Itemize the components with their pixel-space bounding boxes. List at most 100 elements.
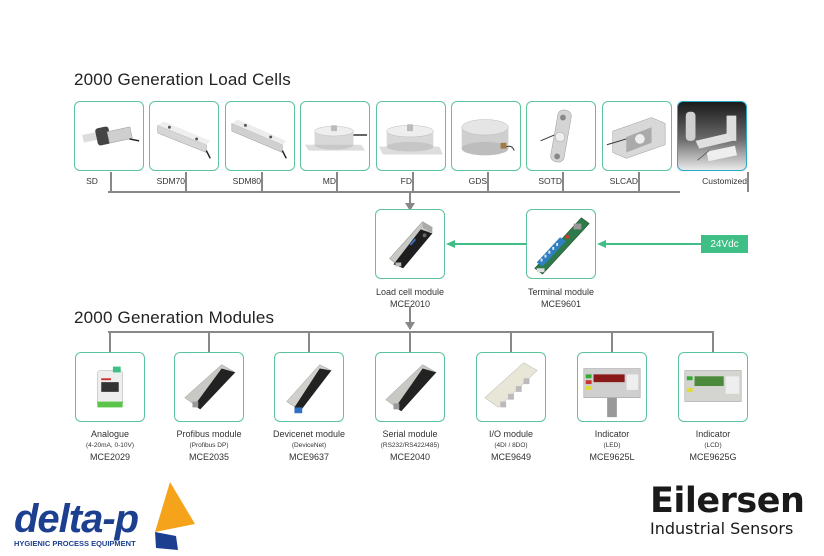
module-name: Indicator [695,429,731,439]
module-code: MCE9625L [589,452,635,462]
load-cell-connector [110,172,112,192]
load-cell-card-sdm80[interactable] [225,101,295,171]
md-load-cell-icon [304,125,368,151]
load-cell-label-md: MD [322,176,336,186]
arrow-down-icon [405,203,415,211]
sotd-load-cell-icon [540,109,572,163]
load-cell-card-customized[interactable] [677,101,747,171]
module-connector [409,331,411,352]
module-subtitle: (RS232/RS422/485) [380,442,440,449]
terminal-module-icon [534,217,590,275]
eilersen-wordmark: Eilersen [650,481,805,521]
load-cell-connector [638,172,640,192]
arrow-left-icon [446,240,455,248]
module-name: Devicenet module [272,429,346,439]
module-card-mce9625l[interactable] [577,352,647,422]
module-text: Devicenet module (DeviceNet) MCE9637 [254,428,364,463]
module-text: Serial module (RS232/RS422/485) MCE2040 [355,428,465,463]
module-connector [611,331,613,352]
mce9637-icon [286,364,332,414]
arrow-down-icon [405,322,415,330]
module-card-mce2040[interactable] [375,352,445,422]
module-text: Profibus module (Profibus DP) MCE2035 [154,428,264,463]
module-to-bus-line [409,307,411,329]
load-cell-card-sd[interactable] [74,101,144,171]
customized-load-cells-icon [685,111,737,162]
module-subtitle: (DeviceNet) [291,442,327,449]
load-cell-card-gds[interactable] [451,101,521,171]
terminal-module-text: Terminal module MCE9601 [506,286,616,310]
load-cell-label-fd: FD [400,176,412,186]
eilersen-logo: Eilersen Industrial Sensors [650,482,820,548]
module-subtitle: (4DI / 8DO) [494,442,528,449]
load-cell-module-code: MCE2010 [389,299,431,309]
load-cell-card-fd[interactable] [376,101,446,171]
fd-load-cell-icon [378,124,444,155]
load-cell-label-customized: Customized [702,176,747,186]
module-subtitle: (Profibus DP) [189,442,229,449]
terminal-module-name: Terminal module [527,287,595,297]
module-subtitle: (LED) [603,442,621,449]
load-cell-label-slcad: SLCAD [609,176,638,186]
module-text: Analogue (4-20mA, 0-10V) MCE2029 [55,428,165,463]
load-cell-connector [185,172,187,192]
sdm70-load-cell-icon [157,121,211,159]
eilersen-tagline: Industrial Sensors [650,519,794,538]
mce2040-icon [385,364,437,412]
module-code: MCE9625G [689,452,737,462]
power-to-terminal-line [603,243,701,245]
delta-p-logo-icon: delta-p HYGIENIC PROCESS EQUIPMENT [14,482,195,550]
module-name: Analogue [90,429,130,439]
module-text: I/O module (4DI / 8DO) MCE9649 [456,428,566,463]
load-cell-module-card[interactable] [375,209,445,279]
load-cell-label-sdm70: SDM70 [156,176,185,186]
load-cell-connector [562,172,564,192]
mce9625l-icon [583,368,641,418]
delta-p-wordmark: delta-p [14,497,139,541]
load-cell-bus [108,191,680,193]
load-cell-card-sotd[interactable] [526,101,596,171]
terminal-module-code: MCE9601 [540,299,582,309]
module-bus [108,331,714,333]
module-card-mce2029[interactable] [75,352,145,422]
module-card-mce9625g[interactable] [678,352,748,422]
slcad-load-cell-icon [606,117,666,159]
load-cell-card-sdm70[interactable] [149,101,219,171]
module-connector [510,331,512,352]
delta-p-logo: delta-p HYGIENIC PROCESS EQUIPMENT [10,480,200,550]
module-name: Profibus module [176,429,242,439]
load-cells-heading: 2000 Generation Load Cells [74,70,291,89]
module-card-mce9649[interactable] [476,352,546,422]
power-24vdc-badge: 24Vdc [701,235,748,253]
module-card-mce2035[interactable] [174,352,244,422]
module-card-mce9637[interactable] [274,352,344,422]
arrow-left-icon [597,240,606,248]
load-cell-connector [747,172,749,192]
module-code: MCE2040 [389,452,431,462]
load-cell-module-icon [389,221,433,269]
module-subtitle: (LCD) [704,442,722,449]
load-cell-label-sotd: SOTD [538,176,562,186]
module-connector [109,331,111,352]
sdm80-load-cell-icon [231,119,287,159]
load-cell-card-md[interactable] [300,101,370,171]
module-code: MCE9649 [490,452,532,462]
sd-load-cell-icon [82,126,140,146]
module-name: Indicator [594,429,630,439]
load-cell-connector [336,172,338,192]
load-cell-module-name: Load cell module [375,287,445,297]
module-name: I/O module [488,429,534,439]
module-code: MCE2035 [188,452,230,462]
modules-heading: 2000 Generation Modules [74,308,275,327]
module-subtitle: (4-20mA, 0-10V) [85,442,135,449]
mce2035-icon [184,364,236,410]
module-name: Serial module [382,429,438,439]
module-connector [208,331,210,352]
terminal-module-card[interactable] [526,209,596,279]
load-cell-card-slcad[interactable] [602,101,672,171]
mce2029-icon [97,366,123,408]
delta-p-tagline: HYGIENIC PROCESS EQUIPMENT [14,539,136,548]
load-cell-label-sd: SD [86,176,98,186]
load-cell-connector [487,172,489,192]
module-code: MCE2029 [89,452,131,462]
